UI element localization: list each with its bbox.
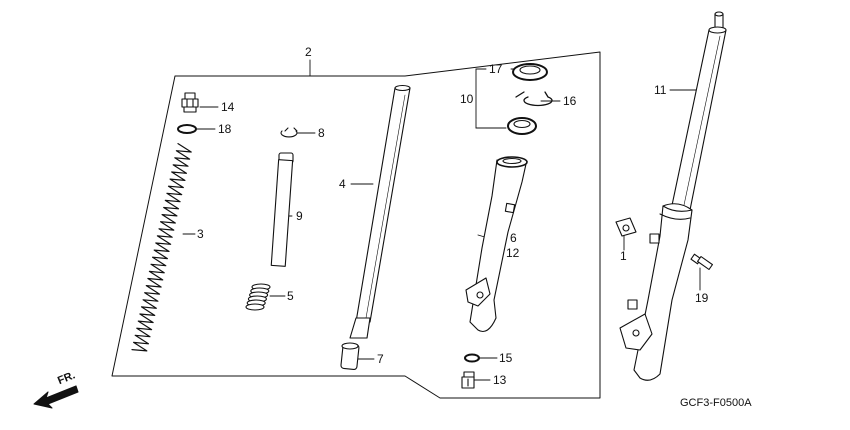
fork-spring-part (131, 143, 192, 352)
callout-5: 5 (287, 289, 294, 303)
callout-18: 18 (218, 122, 232, 136)
callout-12: 12 (506, 246, 520, 260)
rebound-spring-coil (245, 303, 265, 311)
callout-2: 2 (305, 45, 312, 59)
callout-13: 13 (493, 373, 507, 387)
callout-6: 6 (510, 231, 517, 245)
fork-pipe-part (349, 84, 411, 339)
callout-7: 7 (377, 352, 384, 366)
flange-bolt-part (690, 253, 714, 271)
snap-ring-part (515, 91, 553, 107)
callout-15: 15 (499, 351, 513, 365)
socket-bolt-part (461, 371, 475, 389)
callout-17: 17 (489, 62, 503, 76)
diagram-code: GCF3-F0500A (680, 397, 752, 409)
callout-9: 9 (296, 209, 303, 223)
callout-16: 16 (563, 94, 577, 108)
callout-14: 14 (221, 100, 235, 114)
front-fork-assembly-part (619, 11, 727, 381)
piston-rod-part (270, 152, 294, 267)
dust-seal-part (512, 63, 548, 81)
circlip-part (280, 127, 298, 138)
leader-lines (182, 59, 701, 381)
sealing-washer-part (464, 353, 480, 363)
callout-10: 10 (460, 92, 474, 106)
callout-1: 1 (620, 249, 627, 263)
oil-lock-part (340, 342, 360, 371)
callout-4: 4 (339, 177, 346, 191)
rebound-spring-part (245, 283, 271, 311)
o-ring-part (177, 124, 197, 134)
assembly-outline (111, 51, 601, 399)
bottom-case-part (465, 156, 528, 333)
fork-bolt-part (181, 92, 199, 113)
callout-19: 19 (695, 291, 709, 305)
hose-clamp-part (615, 217, 637, 237)
callout-11: 11 (654, 83, 667, 97)
callout-3: 3 (197, 227, 204, 241)
callout-8: 8 (318, 126, 325, 140)
oil-seal-part (507, 117, 537, 135)
front-arrow-icon (33, 385, 79, 409)
